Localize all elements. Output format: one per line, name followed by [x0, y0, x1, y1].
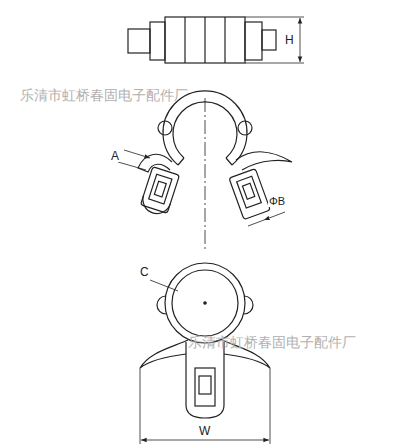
watermark: 乐清市虹桥春固电子配件厂: [188, 335, 356, 349]
dimension-label: A: [110, 150, 120, 162]
center-line: [205, 98, 206, 252]
dimension-label: H: [284, 34, 295, 46]
open-clip: [118, 91, 292, 226]
dimension-label: C: [139, 266, 150, 278]
closed-clip: [140, 263, 270, 444]
dimension-label: W: [198, 425, 211, 437]
dimension-label: ΦB: [268, 196, 286, 207]
watermark: 乐清市虹桥春固电子配件厂: [20, 88, 188, 102]
top-view: [128, 17, 304, 63]
